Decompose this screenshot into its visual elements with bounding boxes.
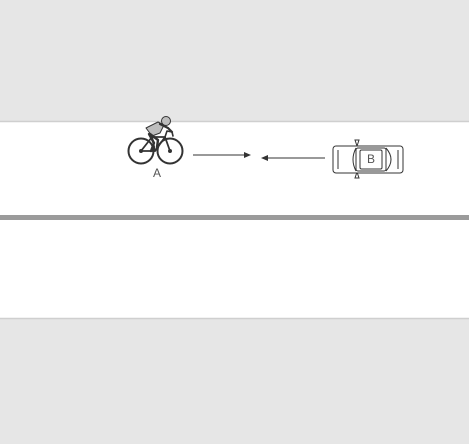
center-line	[0, 215, 469, 220]
car-label: B	[367, 152, 376, 166]
cyclist-label: A	[153, 166, 162, 180]
cyclist-icon	[127, 116, 184, 165]
arrow-left-icon	[261, 155, 325, 161]
car-top-view-icon	[332, 139, 404, 179]
arrow-right-icon	[193, 152, 251, 158]
bottom-sidewalk	[0, 319, 469, 444]
top-sidewalk	[0, 0, 469, 121]
